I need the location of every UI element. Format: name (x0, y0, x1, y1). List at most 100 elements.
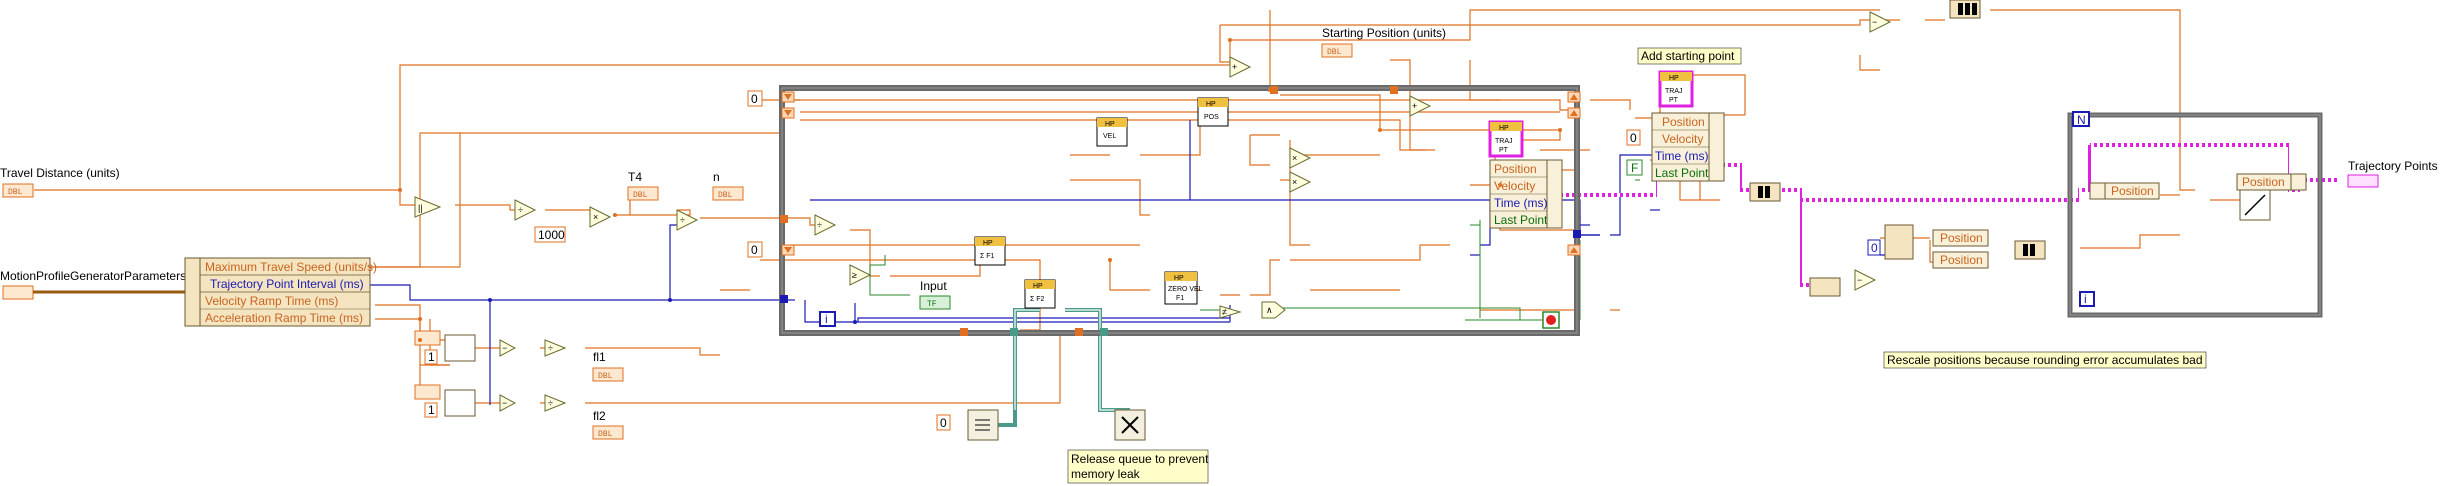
release-icon[interactable] (1114, 409, 1146, 441)
const-zero-queue: 0 (940, 416, 947, 430)
svg-text:ZERO VEL: ZERO VEL (1168, 286, 1203, 293)
const-false: F (1631, 161, 1638, 175)
const-zero-blue: 0 (1871, 241, 1878, 255)
const-1000: 1000 (538, 228, 565, 242)
subvi-zero-vel[interactable]: HP ZERO VEL F1 (1164, 271, 1203, 305)
svg-text:∧: ∧ (1266, 305, 1273, 315)
position-unbundles: Position Position (1932, 229, 1989, 269)
field-vel-ramp: Velocity Ramp Time (ms) (205, 294, 338, 308)
t4-label: T4 (628, 170, 642, 184)
svg-text:≥: ≥ (852, 270, 857, 280)
queue-wires (985, 308, 1130, 427)
svg-text:PT: PT (1499, 147, 1509, 154)
compare-icon (849, 264, 872, 286)
svg-text:−: − (502, 398, 507, 408)
divide-icon (814, 214, 837, 236)
svg-text:F1: F1 (1176, 295, 1184, 302)
wire-junctions (398, 38, 1562, 342)
svg-text:+: + (1232, 62, 1237, 72)
scale-icon (2244, 194, 2266, 216)
trajectory-points-label: Trajectory Points (2348, 159, 2438, 173)
comment-release-queue: Release queue to prevent memory leak (1067, 449, 1209, 484)
starting-position-label: Starting Position (units) (1322, 26, 1446, 40)
loop-position-out: Position (2242, 175, 2285, 189)
svg-text:DBL: DBL (1327, 48, 1342, 57)
const-one-a: 1 (428, 350, 435, 364)
svg-text:DBL: DBL (633, 191, 648, 200)
inner-time: Time (ms) (1494, 196, 1548, 210)
const-one-b: 1 (428, 403, 435, 417)
stop-icon[interactable] (1542, 311, 1560, 329)
subvi-sum-f1[interactable]: HP Σ F1 (974, 236, 1006, 266)
svg-text:||: || (418, 203, 423, 213)
subtract-icon (499, 339, 517, 357)
inner-velocity: Velocity (1494, 179, 1535, 193)
svg-text:DBL: DBL (598, 372, 613, 381)
svg-text:Rescale positions because roun: Rescale positions because rounding error… (1887, 353, 2203, 367)
svg-text:HP: HP (983, 240, 993, 247)
const-zero-top: 0 (751, 92, 758, 106)
outer-last-point: Last Point (1655, 166, 1709, 180)
inner-last-point: Last Point (1494, 213, 1548, 227)
svg-text:memory leak: memory leak (1071, 467, 1141, 481)
dbl-tag: DBL (8, 188, 23, 197)
svg-text:−: − (1872, 17, 1877, 27)
primitive-glyphs: || ÷ × ÷ + + × × − − ≥ ÷ − − ÷ ÷ ≠ ∧ (418, 17, 1877, 408)
array-icon (1749, 0, 2271, 297)
i-for: i (2084, 292, 2087, 306)
subvi-vel[interactable]: HP VEL (1096, 117, 1128, 147)
svg-text:Position: Position (1940, 231, 1983, 245)
outer-velocity: Velocity (1662, 132, 1703, 146)
n-term: N (2077, 113, 2086, 127)
svg-text:÷: ÷ (680, 215, 685, 225)
svg-text:HP: HP (1174, 275, 1184, 282)
for-loop: N i (2067, 111, 2323, 318)
add-icon (1229, 56, 1252, 78)
divide-icon (544, 339, 567, 357)
svg-text:÷: ÷ (518, 205, 523, 215)
field-acc-ramp: Acceleration Ramp Time (ms) (205, 311, 363, 325)
and-icon (1261, 301, 1286, 319)
svg-text:PT: PT (1669, 97, 1679, 104)
subtract-icon (1854, 269, 1877, 291)
outer-time: Time (ms) (1655, 149, 1709, 163)
params-unbundle: Maximum Travel Speed (units/s) Trajector… (184, 257, 377, 327)
svg-text:HP: HP (1105, 121, 1115, 128)
svg-text:TF: TF (927, 300, 937, 309)
svg-text:HP: HP (1499, 125, 1509, 132)
loop-position-in: Position (2111, 184, 2154, 198)
svg-text:Position: Position (1940, 253, 1983, 267)
svg-text:÷: ÷ (548, 343, 553, 353)
multiply-icon (1289, 171, 1312, 193)
subtract-icon (1869, 11, 1892, 33)
svg-text:≠: ≠ (1222, 307, 1227, 317)
svg-text:POS: POS (1204, 114, 1219, 121)
traj-bundle-inner: Position Velocity Time (ms) Last Point (1489, 159, 1563, 229)
svg-text:Release queue to prevent: Release queue to prevent (1071, 452, 1209, 466)
multiply-icon (1289, 147, 1312, 169)
shift-registers (780, 86, 1581, 336)
field-max-speed: Maximum Travel Speed (units/s) (205, 260, 377, 274)
iteration-terminal: i (819, 311, 836, 327)
svg-text:×: × (1292, 177, 1297, 187)
fl1-label: fl1 (593, 350, 606, 364)
svg-text:TRAJ: TRAJ (1495, 138, 1513, 145)
n-label: n (713, 170, 720, 184)
queue-icon[interactable] (967, 409, 999, 441)
add-icon (1409, 95, 1432, 117)
svg-text:+: + (1412, 101, 1417, 111)
svg-text:DBL: DBL (598, 430, 613, 439)
svg-text:×: × (593, 212, 598, 222)
svg-text:TRAJ: TRAJ (1665, 88, 1683, 95)
subvi-traj-pt-inner[interactable]: HP TRAJ PT (1488, 120, 1524, 158)
subvi-sum-f2[interactable]: HP Σ F2 (1024, 279, 1056, 309)
svg-text:VEL: VEL (1103, 133, 1116, 140)
subvi-pos[interactable]: HP POS (1197, 97, 1229, 127)
constants: 0 0 1000 1 1 0 0 F 0 (424, 90, 1881, 431)
svg-text:Add starting point: Add starting point (1641, 49, 1735, 63)
const-zero-mid: 0 (751, 243, 758, 257)
compare-icon (1219, 305, 1242, 319)
subvi-traj-pt-outer[interactable]: HP TRAJ PT (1658, 70, 1694, 108)
subtract-icon (499, 394, 517, 412)
